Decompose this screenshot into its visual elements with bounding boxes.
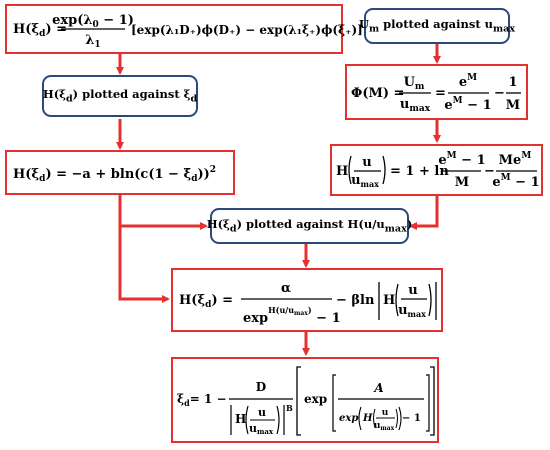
arrow-xi-bar-to-ratio-label: [118, 195, 208, 230]
svg-text:eM: eM: [459, 73, 477, 90]
label-h-vs-xi: H(ξd) plotted against ξd: [42, 75, 198, 117]
equation-phi: Φ(M) = Um umax = eM eM − 1 − 1 M: [351, 73, 521, 114]
svg-text:umax: umax: [400, 97, 431, 114]
svg-text:umax: umax: [398, 303, 426, 319]
svg-text:−: −: [484, 164, 495, 179]
svg-text:MeM: MeM: [499, 151, 532, 168]
svg-text:Um: Um: [404, 75, 425, 92]
svg-text:u: u: [258, 406, 266, 419]
arrow-xi-bar-to-alpha: [118, 226, 170, 303]
svg-text:H: H: [235, 412, 246, 426]
svg-text:− βln: − βln: [336, 293, 375, 308]
equation-xi-final-box: ξd= 1 − D H u umax B exp A exp H u umax: [171, 357, 439, 443]
equation-phi-box: Φ(M) = Um umax = eM eM − 1 − 1 M: [345, 64, 528, 120]
svg-text:expH(u/umax) − 1: expH(u/umax) − 1: [243, 305, 341, 326]
equation-xi-final: ξd= 1 − D H u umax B exp A exp H u umax: [177, 366, 435, 436]
svg-text:H(ξd) =: H(ξd) =: [13, 22, 67, 39]
svg-text:A: A: [373, 381, 383, 395]
arrow-ratio-to-ratio-label: [409, 196, 439, 230]
svg-text:α: α: [281, 281, 291, 296]
svg-text:− 1: − 1: [402, 413, 421, 424]
equation-h-alpha-box: H(ξd) = α expH(u/umax) − 1 − βln H u uma…: [171, 268, 443, 332]
equation-h-general-box: H(ξd) = exp(λ0 − 1) λ1 [exp(λ₁D₊)ϕ(D₊) −…: [5, 4, 363, 54]
svg-text:u: u: [408, 283, 417, 298]
svg-text:H: H: [362, 413, 373, 424]
svg-text:umax: umax: [249, 422, 274, 436]
svg-text:umax: umax: [374, 421, 395, 432]
svg-text:eM − 1: eM − 1: [444, 96, 491, 113]
svg-text:=: =: [435, 86, 446, 101]
equation-h-alpha: H(ξd) = α expH(u/umax) − 1 − βln H u uma…: [179, 281, 437, 326]
svg-text:Φ(M) =: Φ(M) =: [351, 86, 404, 101]
svg-text:= 1 + ln: = 1 + ln: [390, 164, 449, 179]
svg-text:M: M: [506, 98, 520, 113]
svg-text:H(ξd) = −a + bln(c(1 − ξ̄d))2: H(ξd) = −a + bln(c(1 − ξ̄d))2: [13, 165, 216, 184]
svg-text:exp: exp: [339, 413, 358, 424]
svg-text:[exp(λ₁D₊)ϕ(D₊) − exp(λ₁ξ₊)ϕ(ξ: [exp(λ₁D₊)ϕ(D₊) − exp(λ₁ξ₊)ϕ(ξ₊)]: [131, 23, 363, 37]
svg-text:exp: exp: [304, 392, 327, 406]
equation-h-xi-bar: H(ξd) = −a + bln(c(1 − ξ̄d))2: [13, 165, 216, 184]
svg-text:u: u: [382, 408, 389, 418]
svg-text:B: B: [286, 403, 293, 413]
svg-text:eM − 1: eM − 1: [492, 173, 539, 190]
svg-text:H: H: [336, 164, 348, 179]
label-h-vs-ratio: H(ξd) plotted against H(u/umax): [207, 208, 412, 244]
equation-h-ratio-box: H u umax = 1 + ln eM − 1 M − MeM eM − 1: [330, 144, 543, 196]
svg-text:u: u: [362, 155, 371, 170]
equation-h-xi-bar-box: H(ξd) = −a + bln(c(1 − ξ̄d))2: [5, 150, 235, 195]
svg-text:D: D: [256, 380, 266, 394]
svg-text:ξd= 1 −: ξd= 1 −: [177, 392, 227, 408]
svg-text:eM − 1: eM − 1: [438, 151, 485, 168]
svg-text:exp(λ0 − 1): exp(λ0 − 1): [52, 13, 134, 30]
equation-h-ratio: H u umax = 1 + ln eM − 1 M − MeM eM − 1: [336, 151, 540, 190]
label-um-vs-umax: Um plotted against umax: [359, 8, 515, 44]
svg-text:1: 1: [508, 75, 517, 90]
svg-text:umax: umax: [351, 173, 379, 189]
svg-text:λ1: λ1: [85, 33, 100, 50]
svg-text:H(ξd) =: H(ξd) =: [179, 293, 233, 310]
equation-h-general: H(ξd) = exp(λ0 − 1) λ1 [exp(λ₁D₊)ϕ(D₊) −…: [13, 13, 363, 50]
svg-text:H: H: [383, 293, 395, 308]
svg-text:M: M: [455, 175, 469, 190]
svg-text:−: −: [494, 86, 505, 101]
